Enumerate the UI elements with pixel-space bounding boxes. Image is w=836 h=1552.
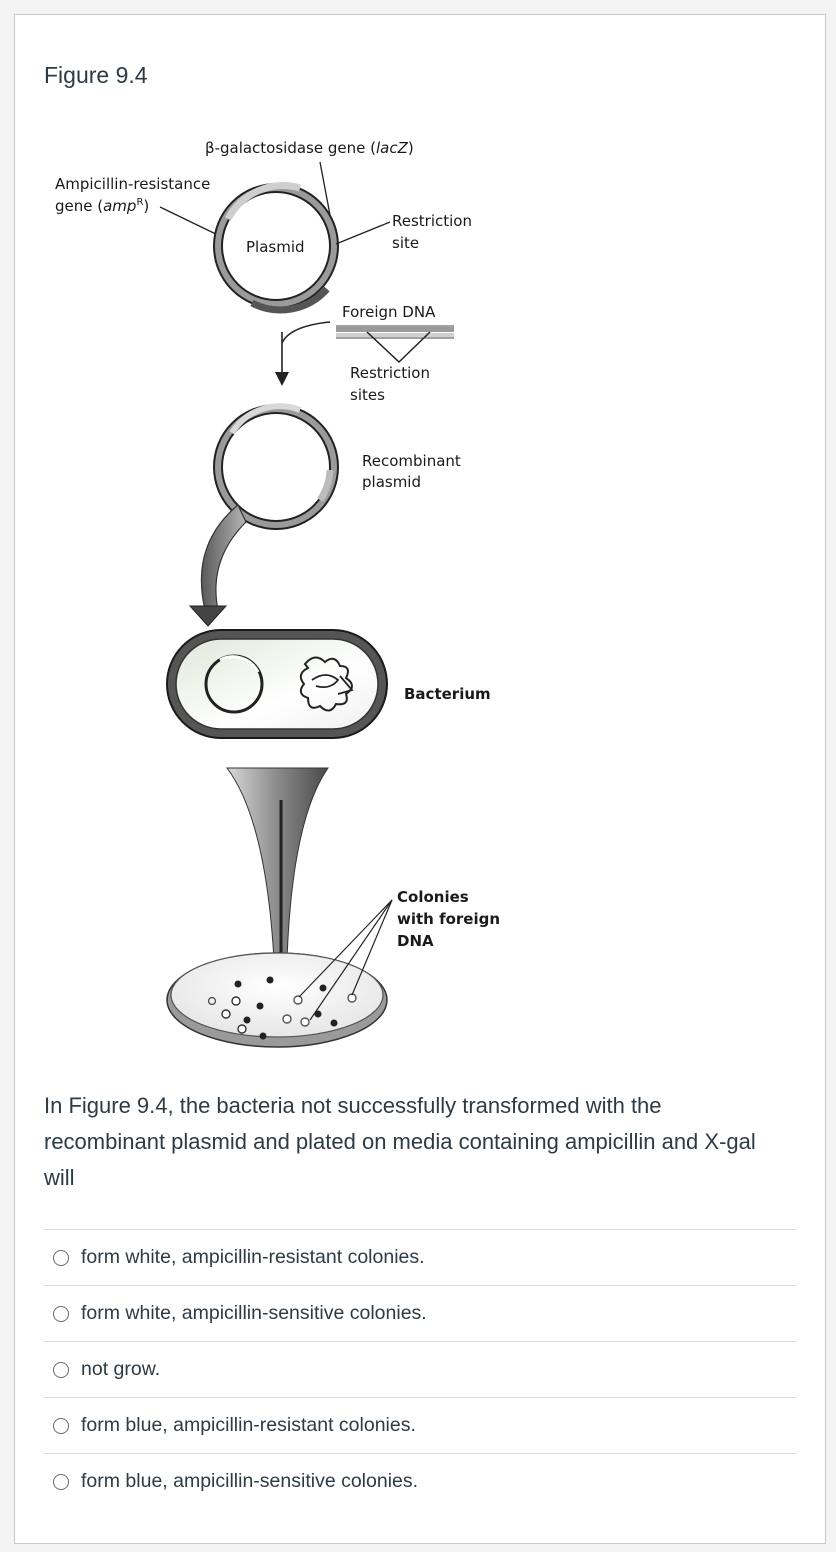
radio-button-icon[interactable] xyxy=(53,1473,69,1490)
recombinant-label-1: Recombinant xyxy=(362,452,461,470)
answer-label: form blue, ampicillin-sensitive colonies… xyxy=(81,1470,419,1492)
plasmid-ring xyxy=(213,182,339,314)
lacz-pointer-line xyxy=(319,161,331,216)
restriction-site-label-2: site xyxy=(392,234,419,252)
colonies-label-2: with foreign xyxy=(397,910,500,928)
bacterium-label: Bacterium xyxy=(404,685,491,703)
restriction-sites-pointer xyxy=(366,331,431,364)
restriction-site-pointer xyxy=(335,221,391,245)
lacz-gene-label: β-galactosidase gene (lacZ) xyxy=(205,139,414,157)
figure-title: Figure 9.4 xyxy=(44,62,148,88)
restriction-sites-label-1: Restriction xyxy=(350,364,430,382)
restriction-site-label-1: Restriction xyxy=(392,212,472,230)
recombinant-plasmid-ring xyxy=(213,403,339,530)
plasmid-diagram: β-galactosidase gene (lacZ) Ampicillin-r… xyxy=(55,139,500,1048)
plasmid-label: Plasmid xyxy=(246,238,305,256)
question-card xyxy=(14,14,826,1544)
answer-label: form white, ampicillin-sensitive colonie… xyxy=(81,1302,427,1324)
answer-label: form white, ampicillin-resistant colonie… xyxy=(81,1246,425,1268)
restriction-sites-label-2: sites xyxy=(350,386,385,404)
foreign-dna-label: Foreign DNA xyxy=(342,303,436,321)
question-text: In Figure 9.4, the bacteria not successf… xyxy=(44,1093,756,1190)
answer-option-5[interactable]: form blue, ampicillin-sensitive colonies… xyxy=(44,1453,796,1509)
curved-arrow-icon xyxy=(188,504,247,627)
radio-button-icon[interactable] xyxy=(53,1417,69,1434)
amp-gene-label-line2: gene (ampR) xyxy=(55,197,149,215)
answer-option-4[interactable]: form blue, ampicillin-resistant colonies… xyxy=(44,1397,796,1453)
colonies-label-1: Colonies xyxy=(397,888,469,906)
joining-arrow-icon xyxy=(275,321,331,386)
answer-option-1[interactable]: form white, ampicillin-resistant colonie… xyxy=(44,1229,796,1285)
answer-option-3[interactable]: not grow. xyxy=(44,1341,796,1397)
amp-gene-label-line1: Ampicillin-resistance xyxy=(55,175,210,193)
colony-dots xyxy=(207,976,357,1040)
foreign-dna-strand xyxy=(336,325,454,339)
answer-label: form blue, ampicillin-resistant colonies… xyxy=(81,1414,416,1436)
recombinant-label-2: plasmid xyxy=(362,473,421,491)
answer-label: not grow. xyxy=(81,1358,161,1380)
colonies-label-3: DNA xyxy=(397,932,434,950)
answer-list: form white, ampicillin-resistant colonie… xyxy=(44,1229,796,1509)
plating-funnel-icon xyxy=(226,767,329,980)
amp-pointer-line xyxy=(159,206,223,238)
radio-button-icon[interactable] xyxy=(53,1305,69,1322)
bacterium-cell xyxy=(166,629,388,739)
radio-button-icon[interactable] xyxy=(53,1249,69,1266)
answer-option-2[interactable]: form white, ampicillin-sensitive colonie… xyxy=(44,1285,796,1341)
radio-button-icon[interactable] xyxy=(53,1361,69,1378)
colonies-pointer-lines xyxy=(298,899,393,1021)
